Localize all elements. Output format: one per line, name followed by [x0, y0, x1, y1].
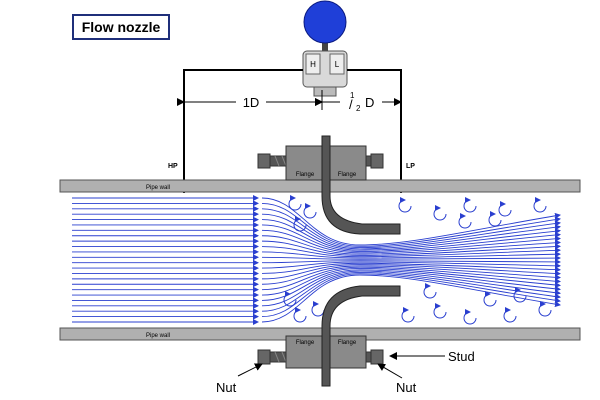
transmitter-h-label: H: [310, 60, 316, 69]
eddy-swirl: [483, 291, 497, 307]
nozzle-streamline: [261, 208, 561, 249]
transmitter-l-port: [329, 53, 345, 75]
nozzle-streamline: [261, 258, 561, 265]
dimension-half-denominator: 2: [356, 104, 361, 113]
dimension-half-unit: D: [365, 95, 374, 110]
nut-left-label: Nut: [216, 380, 237, 395]
pipe-walls: Pipe wall Pipe wall: [59, 179, 581, 341]
nozzle-streamline: [261, 262, 561, 274]
impulse-lines: [183, 69, 402, 193]
nut-right-label: Nut: [396, 380, 417, 395]
transmitter-dome: [303, 0, 347, 44]
nozzle-streamline: [261, 261, 561, 269]
transmitter-h-port: [305, 53, 321, 75]
flow-streamlines: [72, 195, 561, 325]
hp-tap-label: HP: [168, 163, 178, 170]
pipe-wall-top-label: Pipe wall: [146, 185, 170, 191]
flange-top-right: [327, 145, 367, 181]
nozzle-streamline: [261, 268, 561, 296]
nozzle-streamline: [261, 274, 561, 323]
pressure-transmitter: H L: [302, 0, 348, 97]
eddy-swirl: [288, 195, 302, 211]
lp-tap-label: LP: [406, 163, 415, 170]
flange-top-right-label: Flange: [338, 172, 357, 178]
nozzle-bottom: [321, 285, 401, 387]
eddy-swirl: [533, 197, 547, 213]
eddy-swirl: [498, 201, 512, 217]
transmitter-stem: [322, 38, 328, 52]
flange-top-left-label: Flange: [296, 172, 315, 178]
nozzle-streamline: [261, 264, 561, 280]
nozzle-streamline: [261, 229, 561, 254]
nozzle-streamline: [261, 265, 561, 285]
eddy-swirl: [463, 309, 477, 325]
nozzle-streamline: [261, 266, 561, 291]
stud-label: Stud: [448, 349, 475, 364]
nozzle-streamline: [261, 271, 561, 312]
diagram-title: Flow nozzle: [72, 14, 170, 40]
transmitter-manifold: [313, 86, 337, 97]
nozzle-streamline: [261, 269, 561, 301]
pipe-wall-top: [59, 179, 581, 193]
lp-impulse-line: [347, 69, 402, 193]
flange-assembly-bottom: Flange Flange: [257, 335, 384, 369]
nut-left-callout-arrow: [237, 363, 263, 377]
eddy-swirl: [458, 213, 472, 229]
turbulent-eddies: [283, 195, 552, 325]
eddy-swirl: [303, 203, 317, 219]
eddy-swirl: [293, 307, 307, 323]
nut-top-right: [370, 153, 384, 169]
nut-bottom-right: [370, 349, 384, 365]
dimension-1d-label: 1D: [243, 95, 260, 110]
nozzle-streamline: [261, 251, 561, 259]
nozzle-streamline: [261, 197, 561, 246]
nut-top-left: [257, 153, 271, 169]
eddy-swirl: [433, 205, 447, 221]
nut-right-callout-arrow: [377, 363, 403, 379]
nozzle-streamline: [261, 240, 561, 256]
eddy-swirl: [423, 283, 437, 299]
eddy-swirl: [513, 287, 527, 303]
eddy-swirl: [538, 301, 552, 317]
flange-bottom-left-label: Flange: [296, 340, 315, 346]
flange-top-left: [285, 145, 325, 181]
eddy-swirl: [503, 307, 517, 323]
flange-assembly-top: Flange Flange: [257, 145, 384, 181]
eddy-swirl: [311, 301, 325, 317]
nozzle-streamline: [261, 255, 561, 262]
nozzle-streamline: [261, 224, 561, 252]
nozzle-streamline: [261, 246, 561, 258]
hp-impulse-line: [183, 69, 303, 193]
eddy-swirl: [398, 197, 412, 213]
nozzle-streamline: [261, 213, 561, 250]
dimension-markers: 1D 1 / 2 D: [177, 90, 402, 113]
nut-bottom-left: [257, 349, 271, 365]
nozzle-top: [321, 135, 401, 235]
nozzle-streamline: [261, 273, 561, 318]
nozzle-streamline: [261, 202, 561, 247]
pipe-wall-bottom-label: Pipe wall: [146, 333, 170, 339]
eddy-swirl: [283, 291, 297, 307]
flange-bottom-right-label: Flange: [338, 340, 357, 346]
eddy-swirl: [293, 216, 307, 232]
nozzle-streamline: [261, 270, 561, 307]
svg-text:/: /: [349, 97, 353, 112]
eddy-swirl: [463, 197, 477, 213]
eddy-swirl: [433, 303, 447, 319]
flange-bottom-right: [327, 335, 367, 369]
eddy-swirl: [488, 211, 502, 227]
dimension-half-numerator: 1: [350, 91, 355, 100]
nozzle-streamline: [261, 235, 561, 255]
eddy-swirl: [401, 307, 415, 323]
transmitter-l-label: L: [335, 60, 340, 69]
callouts: Stud Nut Nut: [216, 349, 475, 395]
